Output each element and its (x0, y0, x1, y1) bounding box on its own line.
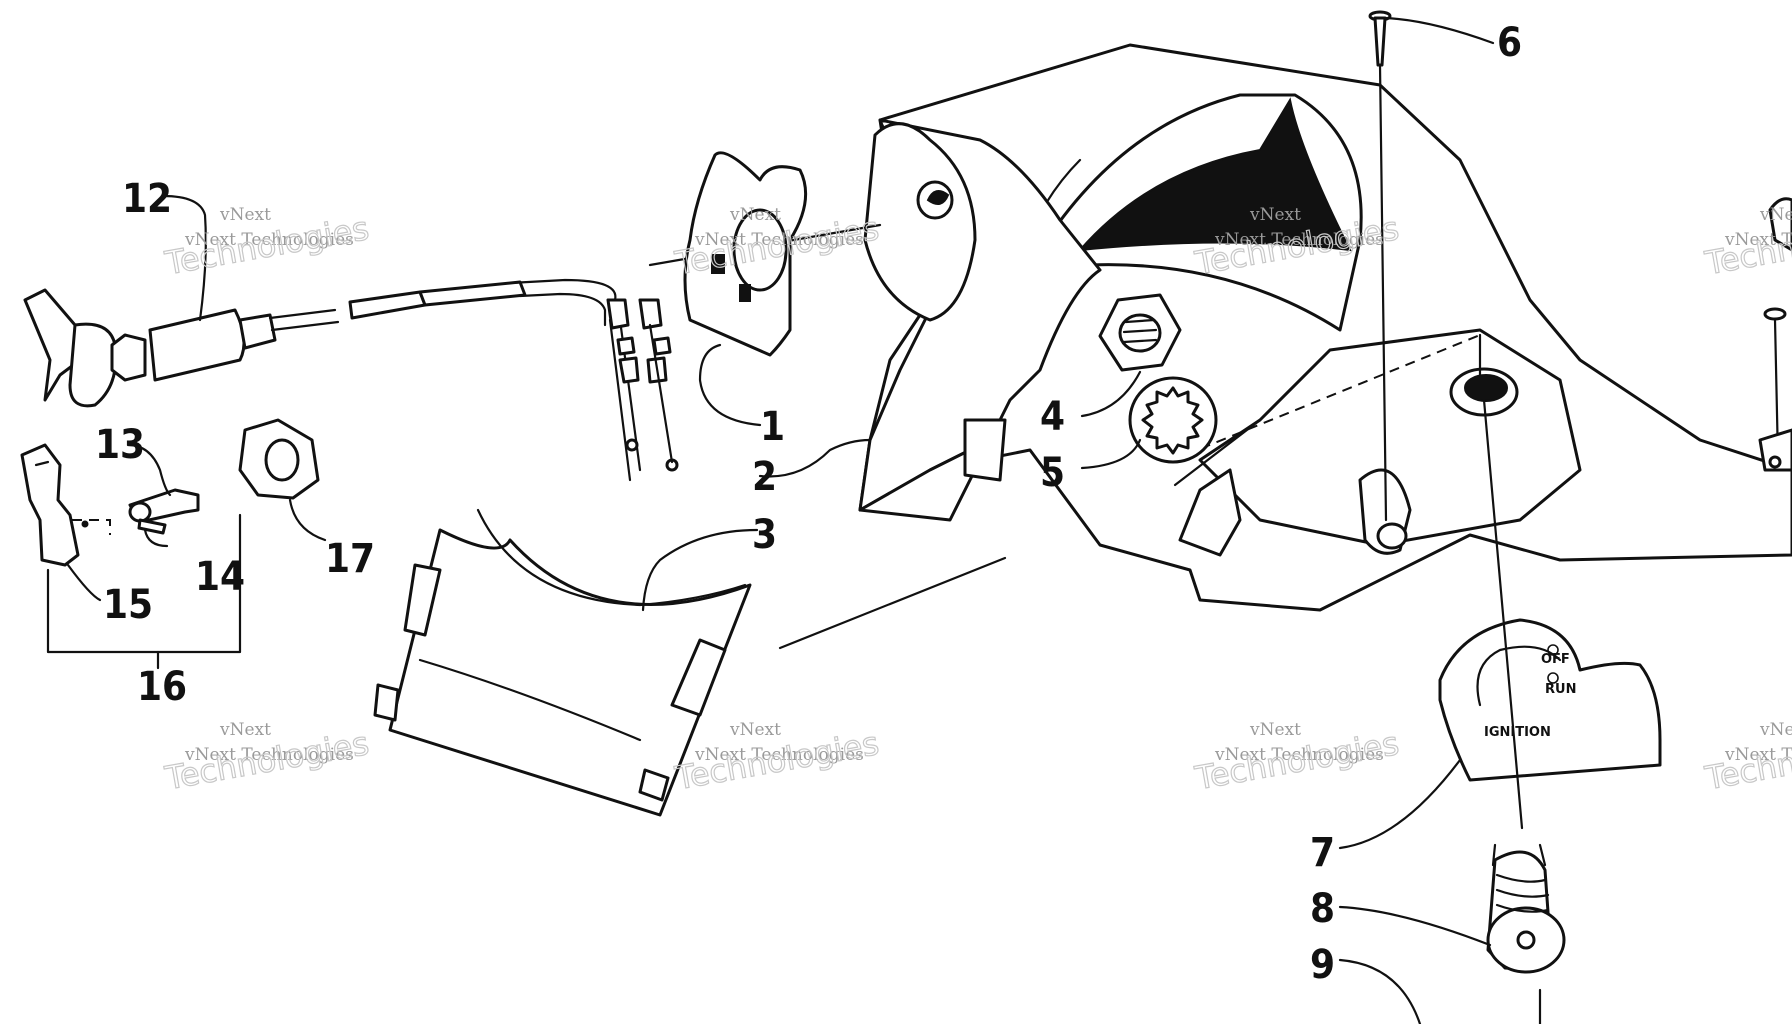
console-housing (858, 43, 1792, 612)
callout-5: 8 (1310, 886, 1335, 932)
callout-1: 2 (752, 454, 777, 500)
svg-text:vNext: vNext (219, 720, 271, 740)
svg-text:vNext: vNext (729, 205, 781, 225)
watermark: vNext vNext Technologies Technologies (161, 720, 372, 798)
roll-pin (137, 518, 167, 535)
svg-text:vNext Technologies: vNext Technologies (1214, 745, 1384, 765)
callout-12: 12 (122, 176, 172, 222)
screw (1368, 10, 1392, 522)
axis-line (1482, 398, 1524, 830)
watermark: vNext vNext Technologies Technologies (1701, 720, 1792, 798)
group-bracket (46, 513, 242, 654)
svg-text:vNext Technologies: vNext Technologies (694, 230, 864, 250)
callout-14: 15 (103, 582, 153, 628)
svg-text:vNext: vNext (1759, 720, 1792, 740)
svg-text:vNext Technologies: vNext Technologies (1214, 230, 1384, 250)
callout-7: 6 (1497, 20, 1522, 66)
svg-text:vNext: vNext (729, 720, 781, 740)
svg-text:vNext Technologies: vNext Technologies (184, 745, 354, 765)
svg-text:vNext: vNext (219, 205, 271, 225)
callout-6: 9 (1310, 942, 1335, 988)
callout-3: 7 (1310, 830, 1335, 876)
housing-bracket (863, 122, 977, 322)
lower-cover (373, 508, 752, 817)
choke-decal (683, 151, 808, 357)
callout-16: 13 (95, 422, 145, 468)
lock-washer (1128, 376, 1218, 464)
callout-13: 16 (137, 664, 187, 710)
callouts: 1 2 3 4 5 6 7 8 9 12 13 14 15 16 17 (95, 20, 1522, 988)
leader-lines (66, 16, 1542, 1024)
callout-4: 1 (760, 404, 785, 450)
switch-off-label: OFF (1541, 652, 1570, 667)
svg-text:vNext Technologies: vNext Technologies (184, 230, 354, 250)
watermark: vNext vNext Technologies Technologies (671, 720, 882, 798)
callout-2: 3 (752, 512, 777, 558)
watermark: vNext vNext Technologies Technologies (161, 205, 372, 283)
ignition-decal: OFF RUN IGNITION (1438, 618, 1662, 782)
callout-8: 5 (1040, 450, 1065, 496)
svg-text:vNext Technologies: vNext Technologies (1724, 230, 1792, 250)
alignment-line (778, 556, 1007, 650)
choke-lever-pin (128, 488, 200, 524)
callout-17: 17 (325, 536, 375, 582)
ignition-label: IGNITION (1484, 725, 1551, 740)
assembly-dash (72, 519, 111, 535)
svg-text:vNext: vNext (1249, 720, 1301, 740)
ignition-switch (1486, 843, 1566, 974)
watermark: vNext vNext Technologies Technologies (1701, 205, 1792, 283)
housing-left-section (858, 118, 1102, 522)
right-edge-part (1758, 197, 1792, 472)
svg-text:vNext: vNext (1249, 205, 1301, 225)
switch-run-label: RUN (1545, 682, 1576, 697)
choke-cable-assembly (23, 278, 679, 482)
hex-nut (1098, 293, 1182, 372)
watermark: vNext vNext Technologies Technologies (1191, 720, 1402, 798)
callout-9: 4 (1040, 394, 1065, 440)
choke-handle (20, 443, 89, 567)
callout-15: 14 (195, 554, 245, 600)
hex-bushing (238, 418, 320, 500)
svg-text:vNext: vNext (1759, 205, 1792, 225)
svg-text:vNext Technologies: vNext Technologies (1724, 745, 1792, 765)
svg-text:vNext Technologies: vNext Technologies (694, 745, 864, 765)
